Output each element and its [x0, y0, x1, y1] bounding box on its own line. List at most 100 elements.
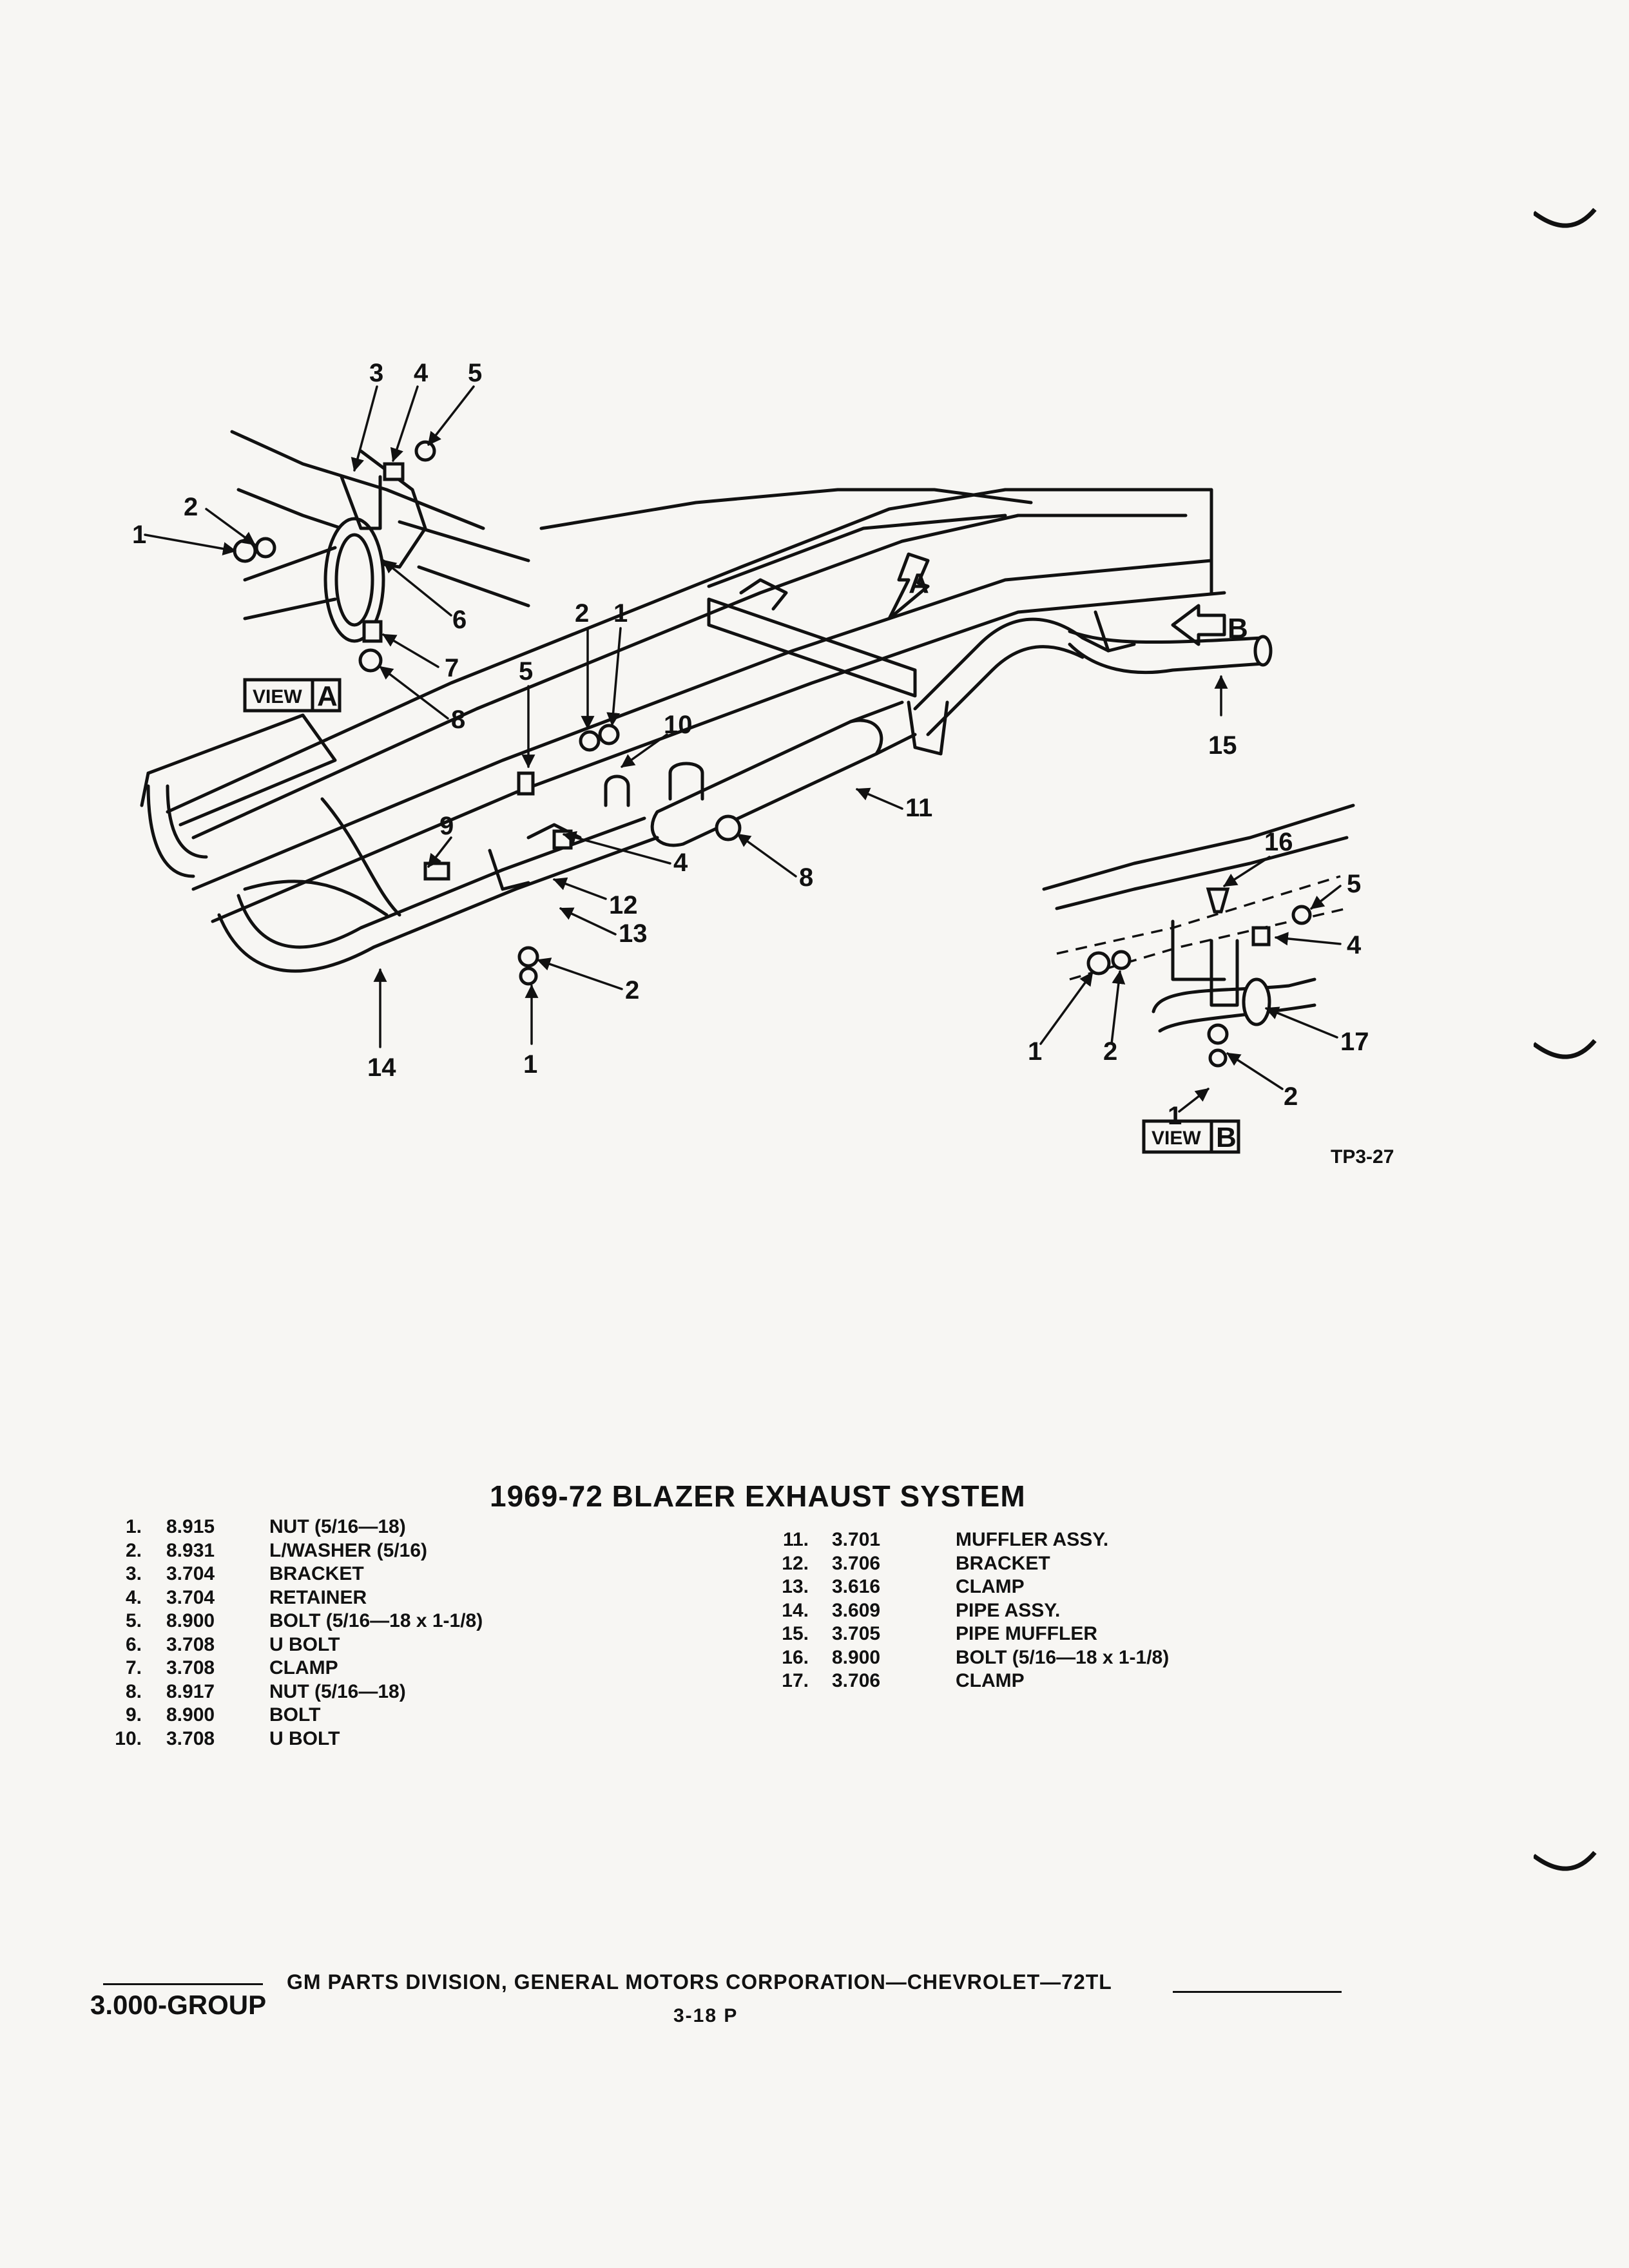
part-description: NUT (5/16—18) [269, 1516, 406, 1538]
part-number: 6. [125, 1633, 142, 1655]
part-code: 8.931 [166, 1539, 215, 1561]
callout-4: 4 [1347, 931, 1362, 959]
callout-2: 2 [1103, 1037, 1117, 1066]
view-a-label: VIEW [253, 686, 302, 707]
part-number: 5. [125, 1610, 142, 1632]
parts-list-row: 15. 3.705 PIPE MUFFLER [770, 1622, 1169, 1646]
callout-17: 17 [1340, 1028, 1369, 1056]
part-code: 8.900 [832, 1646, 881, 1668]
parts-list-row: 14. 3.609 PIPE ASSY. [770, 1599, 1169, 1623]
callout-16: 16 [1264, 828, 1293, 856]
part-code: 3.708 [166, 1657, 215, 1679]
binder-mark-middle [1534, 1039, 1597, 1059]
part-number: 15. [782, 1623, 809, 1645]
footer-rule-left [103, 1983, 263, 1985]
arrow-a-letter: A [909, 568, 929, 599]
callout-6: 6 [452, 606, 467, 634]
callout-5: 5 [1347, 870, 1361, 898]
part-number: 13. [782, 1576, 809, 1598]
part-number: 10. [115, 1727, 142, 1749]
callout-2: 2 [1284, 1082, 1298, 1111]
part-number: 8. [125, 1680, 142, 1702]
callout-8: 8 [451, 706, 465, 734]
callout-2: 2 [184, 493, 198, 521]
part-code: 3.701 [832, 1529, 881, 1551]
part-code: 3.704 [166, 1563, 215, 1585]
callout-1: 1 [1168, 1102, 1182, 1130]
footer-rule-right [1173, 1991, 1342, 1993]
parts-list-row: 13. 3.616 CLAMP [770, 1575, 1169, 1599]
part-description: PIPE MUFFLER [956, 1623, 1098, 1645]
callout-15: 15 [1208, 731, 1237, 760]
part-description: CLAMP [956, 1670, 1025, 1692]
callout-5: 5 [519, 657, 533, 686]
part-number: 14. [782, 1599, 809, 1621]
part-description: U BOLT [269, 1727, 340, 1749]
part-description: MUFFLER ASSY. [956, 1529, 1109, 1551]
callout-leaders [144, 385, 1342, 1113]
callout-13: 13 [619, 919, 648, 948]
footer-publisher: GM PARTS DIVISION, GENERAL MOTORS CORPOR… [287, 1970, 1112, 1994]
part-number: 9. [125, 1704, 142, 1726]
part-description: PIPE ASSY. [956, 1599, 1061, 1621]
part-code: 8.917 [166, 1680, 215, 1702]
callout-7: 7 [445, 654, 459, 682]
part-description: CLAMP [956, 1576, 1025, 1598]
arrow-b-letter: B [1228, 613, 1248, 644]
part-code: 3.704 [166, 1586, 215, 1608]
part-code: 3.706 [832, 1670, 881, 1692]
binder-mark-top [1534, 207, 1597, 228]
part-number: 3. [125, 1563, 142, 1585]
callout-1: 1 [523, 1050, 537, 1079]
part-code: 3.708 [166, 1727, 215, 1749]
parts-list-row: 11. 3.701 MUFFLER ASSY. [770, 1528, 1169, 1552]
callout-1: 1 [132, 521, 146, 549]
parts-list-row: 3. 3.704 BRACKET [103, 1562, 483, 1586]
callout-numbers: 3 4 5 2 1 6 7 8 5 2 1 10 11 8 9 4 12 13 … [132, 359, 1369, 1130]
part-code: 8.900 [166, 1610, 215, 1632]
exhaust-system-diagram: VIEW A VIEW B A B [132, 359, 1394, 1168]
part-description: BOLT (5/16—18 x 1-1/8) [269, 1610, 483, 1632]
part-description: BOLT (5/16—18 x 1-1/8) [956, 1646, 1170, 1668]
callout-1: 1 [613, 599, 628, 628]
callout-12: 12 [609, 891, 638, 919]
parts-list-row: 9. 8.900 BOLT [103, 1704, 483, 1727]
exhaust-pipe-assembly [146, 610, 1273, 973]
callout-8: 8 [799, 863, 813, 892]
callout-11: 11 [905, 794, 932, 822]
part-number: 11. [782, 1529, 809, 1551]
view-arrows: A B [887, 552, 1248, 646]
part-description: BOLT [269, 1704, 321, 1726]
callout-10: 10 [664, 711, 693, 739]
callout-14: 14 [367, 1053, 396, 1082]
part-code: 3.616 [832, 1576, 881, 1598]
parts-list-right: 11. 3.701 MUFFLER ASSY. 12. 3.706 BRACKET 13. 3… [770, 1528, 1169, 1693]
callout-9: 9 [439, 812, 454, 840]
page-number: 3-18 P [673, 2005, 738, 2026]
part-code: 3.705 [832, 1623, 881, 1645]
group-label: 3.000-GROUP [90, 1990, 267, 2020]
part-code: 3.706 [832, 1552, 881, 1574]
part-number: 4. [125, 1586, 142, 1608]
callout-4: 4 [414, 359, 429, 387]
part-code: 8.900 [166, 1704, 215, 1726]
part-description: RETAINER [269, 1586, 367, 1608]
callout-3: 3 [369, 359, 383, 387]
callout-4: 4 [673, 849, 688, 877]
part-description: BRACKET [269, 1563, 364, 1585]
page-title: 1969-72 BLAZER EXHAUST SYSTEM [490, 1479, 1026, 1513]
part-code: 3.609 [832, 1599, 881, 1621]
parts-list-row: 12. 3.706 BRACKET [770, 1552, 1169, 1576]
part-number: 12. [782, 1552, 809, 1574]
part-number: 2. [125, 1539, 142, 1561]
part-number: 16. [782, 1646, 809, 1668]
callout-2: 2 [575, 599, 589, 628]
part-description: BRACKET [956, 1552, 1050, 1574]
view-b-inset: VIEW B [1042, 803, 1355, 1154]
